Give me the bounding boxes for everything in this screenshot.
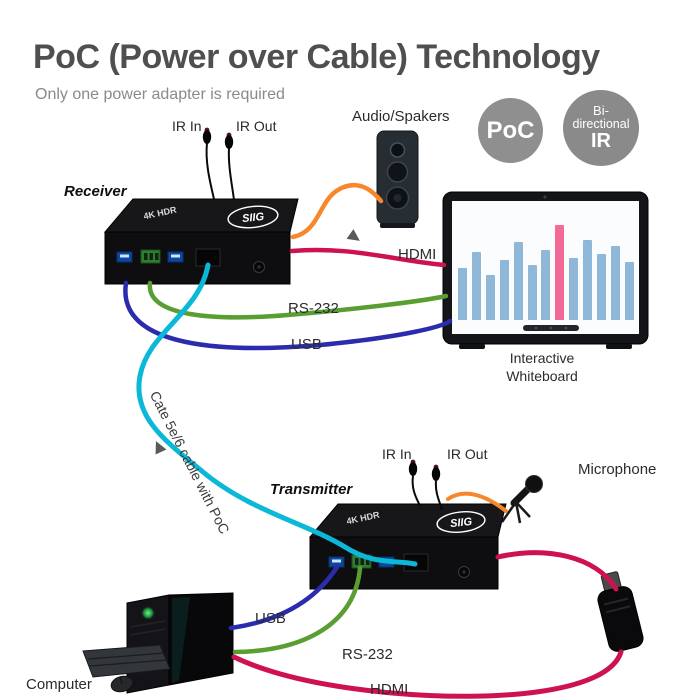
ir-emitters-transmitter — [408, 459, 443, 511]
keyboard-icon — [82, 644, 171, 678]
brand-logo: SIIG — [242, 211, 266, 225]
whiteboard-bar — [583, 240, 593, 320]
poc-badge-label: PoC — [486, 116, 535, 144]
page-subtitle: Only one power adapter is required — [35, 86, 285, 103]
bidirectional-ir-badge: Bi- directional IR — [563, 90, 639, 166]
rs232-cable-top — [147, 280, 449, 320]
bidir-line1: Bi- — [593, 103, 609, 119]
whiteboard-bar — [610, 246, 620, 320]
whiteboard-bar — [541, 250, 551, 320]
microphone-cable — [446, 491, 508, 513]
hdmi-label-bottom: HDMI — [370, 681, 409, 698]
transmitter-device: SIIG 4K HDR — [308, 503, 507, 590]
rs232-cable-bottom — [232, 565, 363, 655]
usb-cable-top — [123, 280, 453, 351]
whiteboard-bar — [499, 260, 509, 320]
arrow-icon — [346, 229, 360, 241]
cable-plug-icon — [597, 571, 644, 652]
rs232-label-bottom: RS-232 — [342, 646, 393, 663]
whiteboard-bar — [569, 258, 579, 320]
arrow-icon — [155, 441, 167, 455]
whiteboard-bar — [458, 268, 467, 320]
ir-emitters-receiver — [202, 127, 235, 201]
ir-out-label-transmitter: IR Out — [447, 446, 488, 462]
whiteboard-bar — [527, 265, 537, 320]
usb-label-top: USB — [291, 336, 322, 353]
hdmi-cable-top — [289, 247, 447, 268]
microphone-icon — [500, 475, 543, 524]
whiteboard-bar — [513, 242, 523, 320]
computer-icon — [82, 592, 234, 694]
bidir-line2: directional — [572, 116, 630, 131]
audio-cable — [290, 182, 384, 240]
cat5e6-poc-cable — [136, 262, 418, 567]
usb-cable-bottom — [228, 564, 340, 631]
whiteboard-bar — [471, 252, 481, 320]
hdmi-cable-bottom — [231, 649, 624, 699]
brand-logo: SIIG — [450, 516, 474, 530]
receiver-device: SIIG 4K HDR — [103, 198, 299, 285]
rs232-label-top: RS-232 — [288, 300, 339, 317]
whiteboard-bar — [624, 262, 634, 320]
microphone-label: Microphone — [578, 461, 657, 478]
usb-label-bottom: USB — [255, 610, 286, 627]
computer-label: Computer — [26, 676, 92, 693]
ir-out-label-receiver: IR Out — [236, 118, 277, 134]
whiteboard-bar — [597, 254, 607, 320]
receiver-label: Receiver — [64, 183, 127, 200]
mouse-icon — [110, 675, 134, 693]
speakers-label: Audio/Spakers — [352, 108, 450, 125]
whiteboard-label: Interactive Whiteboard — [506, 350, 578, 384]
bidir-line3: IR — [591, 129, 611, 152]
page-title: PoC (Power over Cable) Technology — [33, 38, 600, 76]
speaker-icon — [376, 130, 419, 228]
ir-in-label-transmitter: IR In — [382, 446, 412, 462]
poc-badge: PoC — [478, 98, 543, 163]
whiteboard-bar — [485, 275, 495, 320]
ir-in-label-receiver: IR In — [172, 118, 202, 134]
transmitter-label: Transmitter — [270, 481, 353, 498]
whiteboard-bar — [555, 225, 565, 320]
hdmi-label-top: HDMI — [398, 246, 437, 263]
hdmi-cable-bottom-right — [495, 550, 619, 592]
whiteboard-chart — [458, 204, 634, 320]
